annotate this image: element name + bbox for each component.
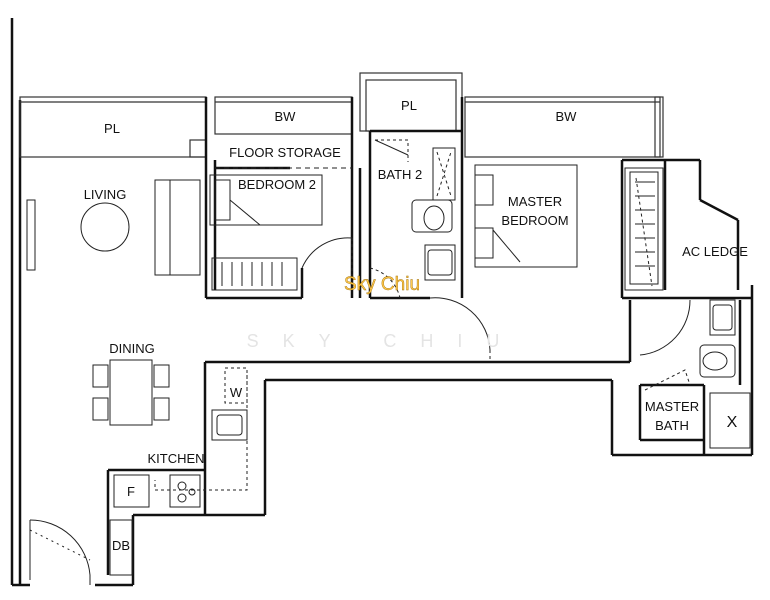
label-db: DB [112, 538, 130, 553]
label-living: LIVING [84, 187, 127, 202]
label-master-bath-1: MASTER [645, 399, 699, 414]
label-fridge: F [127, 484, 135, 499]
label-shower-mark: X [727, 414, 738, 431]
watermark-main: Sky Chiu [344, 274, 420, 295]
room-labels: PL BW FLOOR STORAGE PL BW LIVING BEDROOM… [84, 98, 749, 553]
label-bath2: BATH 2 [378, 167, 423, 182]
label-master-bath-2: BATH [655, 418, 689, 433]
label-pl-left: PL [104, 121, 120, 136]
label-dining: DINING [109, 341, 155, 356]
watermark-sub: SKY CHIU [247, 331, 524, 351]
walls [10, 18, 754, 587]
label-master-bedroom-1: MASTER [508, 194, 562, 209]
label-bw-right: BW [556, 109, 578, 124]
label-pl-top: PL [401, 98, 417, 113]
label-ac-ledge: AC LEDGE [682, 244, 748, 259]
label-bedroom2: BEDROOM 2 [238, 177, 316, 192]
label-master-bedroom-2: BEDROOM [501, 213, 568, 228]
label-kitchen: KITCHEN [147, 451, 204, 466]
label-bw-left: BW [275, 109, 297, 124]
label-floor-storage: FLOOR STORAGE [229, 145, 341, 160]
label-washer: W [230, 385, 243, 400]
watermark: Sky Chiu SKY CHIU [247, 274, 524, 351]
fixtures [26, 139, 751, 585]
